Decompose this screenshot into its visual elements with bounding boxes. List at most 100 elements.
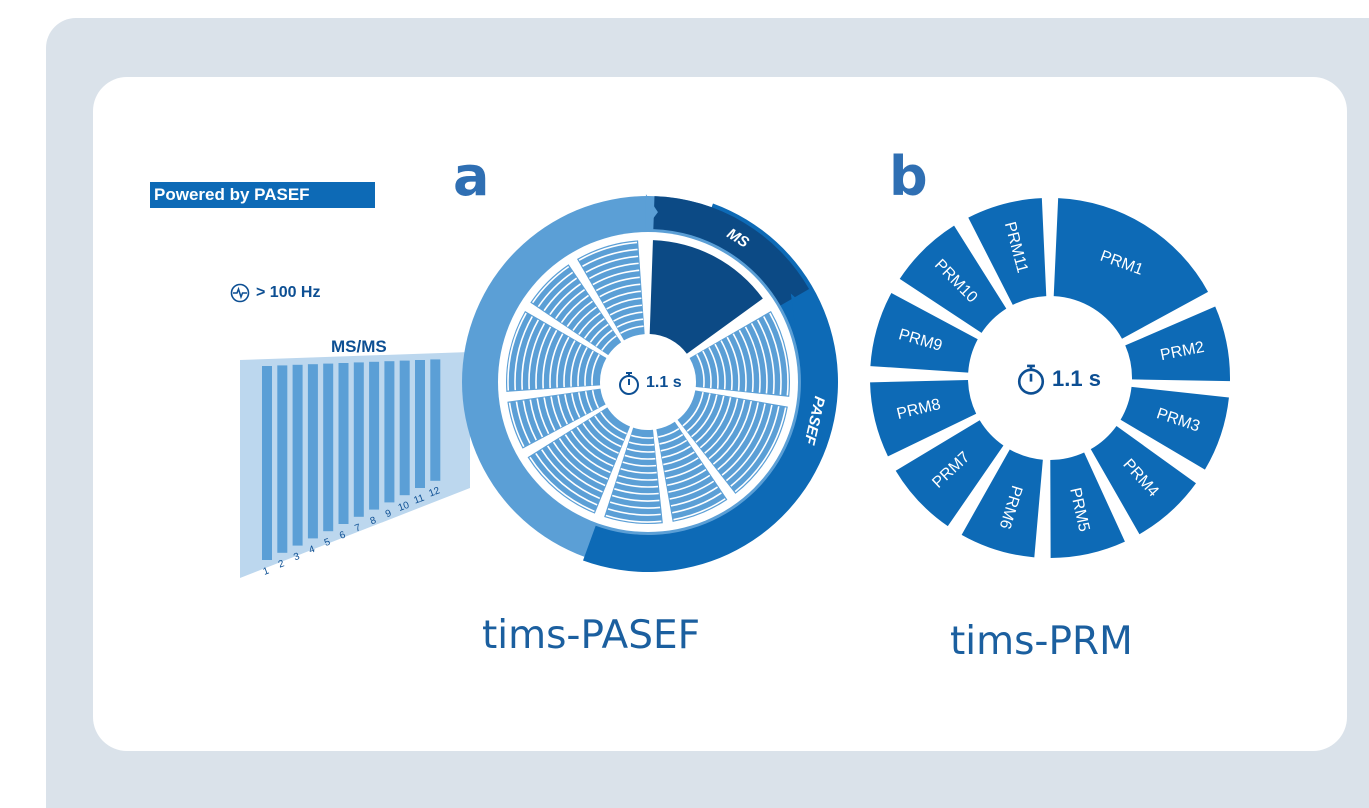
prm-segment [1125,306,1230,382]
prm-segment [968,198,1047,305]
msms-sector-line [536,398,550,435]
msms-sector-line [622,461,657,467]
prm-segment [1050,452,1125,558]
msms-sector-line [507,312,527,391]
msms-sector-line [664,457,699,473]
msms-sector-line [626,447,655,453]
ms-sector [649,240,763,354]
msms-sector-line [556,336,570,388]
msms-sector-line [618,474,658,481]
frame-number-label: 6 [338,529,347,541]
msms-sector-line [605,514,662,523]
msms-sector-line [602,290,641,304]
msms-sector-line [528,323,546,390]
prm-segment [1053,198,1209,339]
msms-sector-line [563,340,576,388]
msms-sector-line [589,323,609,343]
msms-sector-line [560,294,589,323]
msms-frame-bar [353,362,364,517]
prm-cycle-time: 1.1 s [1015,362,1101,396]
powered-by-badge: Powered by PASEF [150,182,375,208]
msms-sector-line [666,468,707,487]
msms-sector-line [732,333,747,392]
frequency-text: > 100 Hz [256,284,321,301]
msms-sector-line [665,463,703,480]
msms-sector-line [609,304,643,316]
msms-sector-line [558,437,609,480]
msms-sector-line [620,468,657,474]
msms-sector-line [557,395,568,425]
msms-sector-line [578,312,601,335]
msms-sector-line [522,400,537,441]
msms-sector-line [570,430,614,467]
msms-sector-line [607,508,661,516]
msms-sector-line [721,403,766,476]
msms-sector-line [549,283,582,316]
msms-frame-bar [415,360,425,488]
msms-sector-line [515,401,531,444]
msms-sector-line [669,480,715,500]
msms-sector-line [577,347,588,387]
frame-number-label: 11 [412,493,426,507]
msms-sector-line [730,406,780,487]
frame-number-label: 5 [323,537,332,549]
msms-sector-line [702,350,712,389]
msms-frame-bar [277,365,288,553]
msms-sector-line [529,456,595,513]
msms-sector-line [541,449,601,500]
msms-sector-line [600,411,627,435]
msms-sector-line [570,343,582,387]
msms-sector-line [686,393,711,432]
prm-segment [899,225,1007,333]
msms-sector-line [708,347,719,389]
msms-sector-line [535,326,552,389]
msms-sector-line [595,329,613,347]
msms-sector-line [750,323,768,394]
frame-number-label: 8 [369,515,378,527]
msms-sector-line [566,300,593,327]
stopwatch-icon [1017,364,1045,395]
msms-sector-line [661,445,691,459]
prm-segment [895,420,1004,527]
msms-sector-line [611,494,660,502]
msms-sector-line [542,329,558,389]
frame-number-label: 12 [427,485,442,499]
msms-sector-line [720,340,733,391]
msms-sector-line [577,392,587,415]
msms-sector-line [571,393,581,418]
panel-label-a: a [453,145,490,208]
frame-number-label: 3 [292,551,301,563]
msms-sector-line [592,269,640,286]
frequency-label: > 100 Hz [230,281,320,305]
msms-sector-line [521,319,540,390]
msms-sector-line [609,501,661,509]
ms-ring-arc [653,196,810,306]
msms-sector-line [738,329,754,393]
msms-sector-line [672,492,722,514]
msms-sector-line [564,434,611,474]
msms-sector-line [584,391,593,412]
frame-number-label: 9 [384,508,393,520]
msms-sector-line [769,312,789,396]
msms-frame-bar [292,364,303,546]
msms-sector-line [591,354,600,386]
msms-sector-line [599,283,641,298]
msms-sector-line [616,481,659,488]
msms-sector-line [585,255,639,274]
msms-label: MS/MS [331,337,387,356]
msms-sector-line [589,262,639,280]
msms-sector-line [529,399,544,438]
msms-sector-line [708,399,746,460]
msms-sector-line [756,319,775,395]
msms-frame-bar [384,361,395,503]
ms-ring-notch [645,194,658,229]
pasef-arrow-tip [790,293,811,324]
msms-frame-bar [338,363,349,524]
msms-sector-line [726,336,740,391]
msms-sector-line [601,335,617,351]
msms-sector-line [663,451,695,466]
stopwatch-icon [619,372,639,395]
